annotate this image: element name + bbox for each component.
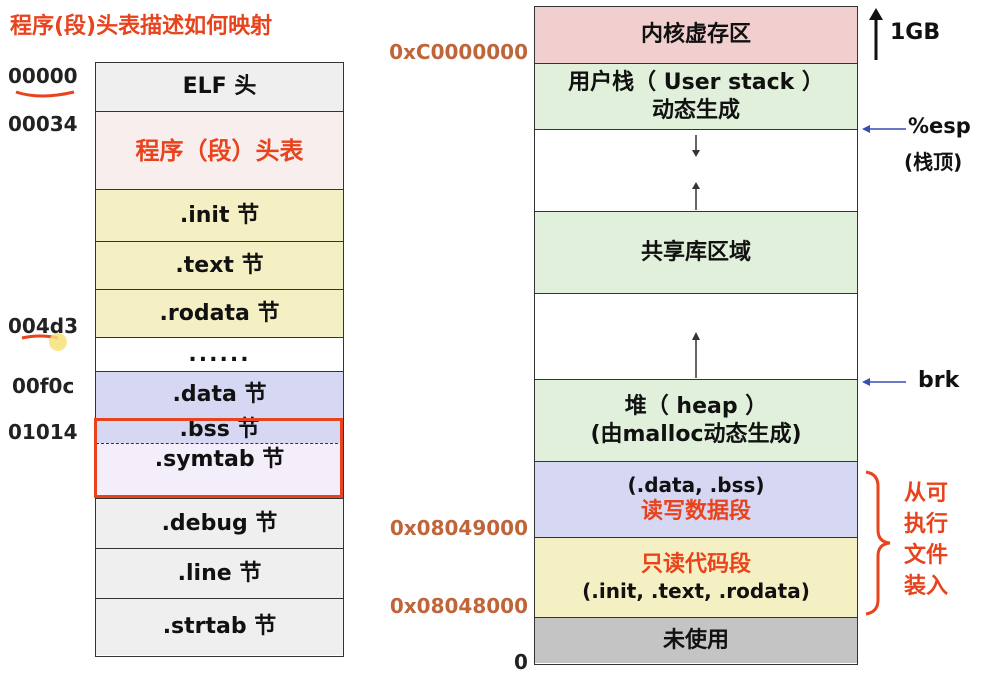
heap-up-arrowhead [692,332,700,340]
user-stack-sublabel: 动态生成 [651,97,740,123]
region-user-stack: 用户栈（ User stack ） 动态生成 [535,63,857,129]
section-strtab: .strtab 节 [96,598,343,655]
highlight-box [94,418,343,498]
esp-sublabel: (栈顶) [904,150,963,174]
addr-004d3: 004d3 [8,314,78,338]
underline-mark [15,90,75,98]
addr-zero: 0 [514,650,528,674]
rw-label: 读写数据段 [640,499,751,525]
load-label: 从可 执行 文件 装入 [904,478,948,602]
up-arrow-icon [869,8,883,60]
section-elf-header: ELF 头 [96,63,343,111]
stack-down-arrowhead [692,150,700,157]
ro-label: 只读代码段 [640,552,751,578]
addr-ro-base: 0x08048000 [389,594,528,618]
load-brace [865,470,891,616]
ro-sections: (.init, .text, .rodata) [582,578,810,603]
region-unused: 未使用 [535,617,857,663]
addr-00034: 00034 [8,112,78,136]
addr-00000: 00000 [8,64,78,88]
brk-label: brk [918,368,960,393]
page-title: 程序(段)头表描述如何映射 [10,14,273,39]
section-debug: .debug 节 [96,498,343,548]
addr-01014: 01014 [8,420,78,444]
section-init: .init 节 [96,189,343,241]
section-line: .line 节 [96,548,343,598]
esp-label: %esp [908,114,971,138]
shared-up-arrowhead [692,182,700,189]
region-kernel: 内核虚存区 [535,7,857,63]
region-rw-data: (.data, .bss) 读写数据段 [535,461,857,537]
region-ro-code: 只读代码段 (.init, .text, .rodata) [535,537,857,617]
region-shared-libs: 共享库区域 [535,211,857,293]
esp-pointer-arrow [862,125,906,133]
section-bss: .bss 节 [96,417,343,443]
annotation-marks [15,90,75,351]
memory-arrows [692,135,700,378]
addr-00f0c: 00f0c [12,374,75,398]
rw-sections: (.data, .bss) [627,473,765,498]
addr-rw-base: 0x08049000 [389,516,528,540]
section-program-header-table: 程序（段）头表 [96,111,343,189]
section-text: .text 节 [96,241,343,289]
brk-pointer-arrow [862,378,906,386]
section-symtab: .symtab 节 [96,443,343,498]
elf-file-column: ELF 头 程序（段）头表 .init 节 .text 节 .rodata 节 … [95,62,344,657]
addr-kernel-base: 0xC0000000 [389,40,528,64]
section-data: .data 节 [96,371,343,417]
section-rodata: .rodata 节 [96,289,343,337]
load-label-line-2: 执行 [904,512,949,537]
heap-sublabel: (由malloc动态生成) [590,421,802,447]
heap-label: 堆（ heap ） [624,394,768,419]
memory-layout-column: 内核虚存区 用户栈（ User stack ） 动态生成 共享库区域 堆（ he… [534,6,858,665]
load-label-line-1: 从可 [904,481,949,506]
load-label-line-4: 装入 [904,574,949,599]
region-heap: 堆（ heap ） (由malloc动态生成) [535,379,857,461]
section-ellipsis: ...... [96,337,343,371]
cursor-highlight [49,333,67,351]
user-stack-label: 用户栈（ User stack ） [568,70,824,95]
load-label-line-3: 文件 [904,543,949,568]
size-1gb: 1GB [890,20,941,45]
